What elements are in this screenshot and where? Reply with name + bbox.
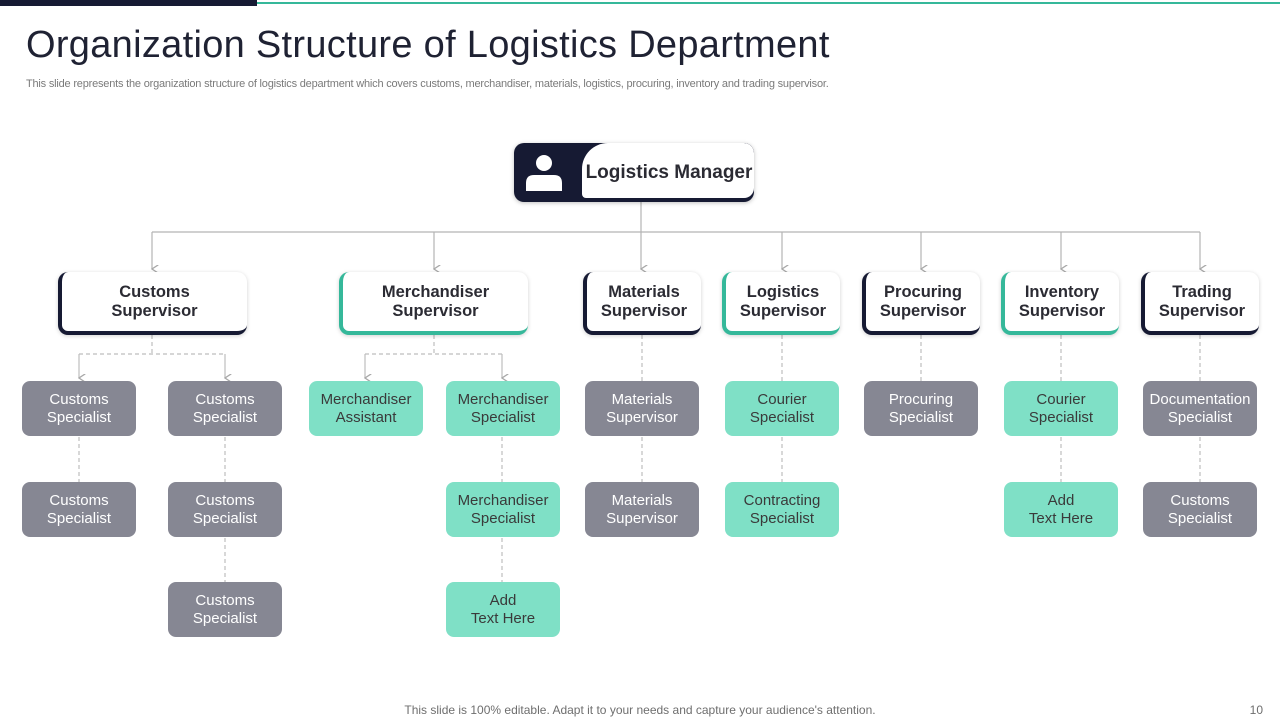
top-accent-bar bbox=[0, 0, 257, 6]
user-icon bbox=[526, 155, 562, 191]
page-subtitle: This slide represents the organization s… bbox=[26, 78, 829, 90]
top-accent-line bbox=[257, 2, 1280, 4]
manager-label: Logistics Manager bbox=[585, 161, 753, 183]
page-title: Organization Structure of Logistics Depa… bbox=[26, 24, 830, 66]
page-number: 10 bbox=[1249, 703, 1263, 717]
manager-node: Logistics Manager bbox=[514, 143, 754, 202]
manager-card: Logistics Manager bbox=[514, 143, 754, 202]
manager-label-panel bbox=[582, 143, 754, 198]
footer-note: This slide is 100% editable. Adapt it to… bbox=[404, 703, 876, 717]
